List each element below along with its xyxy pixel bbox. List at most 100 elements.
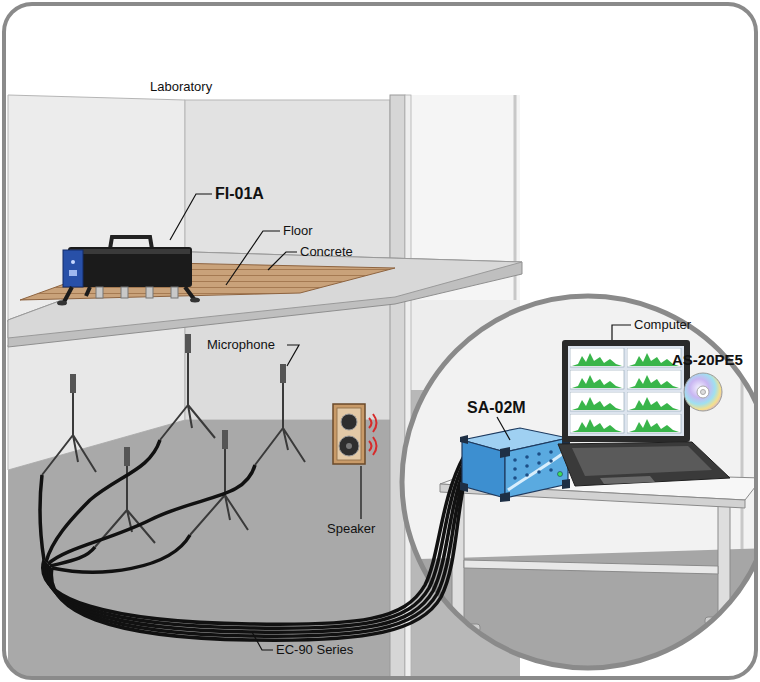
microphone-cable	[52, 535, 190, 572]
analyzer-unit	[549, 468, 553, 472]
analyzer-unit	[537, 461, 541, 465]
dividing-wall-edge	[405, 95, 411, 678]
tapping-machine	[57, 237, 200, 306]
laptop-computer	[570, 348, 682, 434]
tapping-machine	[69, 270, 77, 276]
tapping-machine	[171, 287, 178, 298]
microphone-tripod	[42, 392, 96, 475]
room-label: Laboratory	[150, 80, 212, 93]
microphone-tripod	[42, 374, 96, 475]
desk	[440, 470, 756, 632]
tapping-machine	[71, 260, 75, 264]
microphone-tripod	[255, 382, 305, 465]
analyzer-unit	[462, 440, 505, 498]
analyzer-unit	[513, 476, 517, 480]
cable-bundle	[47, 470, 464, 632]
software-disc	[684, 373, 722, 411]
microphone-tripod	[255, 364, 305, 465]
analyzer-unit	[513, 450, 553, 480]
speaker	[339, 436, 359, 456]
analyzer-unit	[460, 428, 570, 502]
speaker	[369, 414, 377, 455]
zoom-inset	[390, 290, 756, 678]
desk	[464, 560, 718, 574]
microphone-tripod	[124, 447, 130, 466]
leader-line	[612, 325, 631, 340]
analyzer-unit	[549, 450, 553, 454]
microphone-tripod	[185, 334, 191, 353]
microphone-tripod	[190, 430, 248, 535]
zoom-scene	[390, 290, 756, 678]
microphone-cable	[40, 440, 255, 572]
microphone-tripod	[222, 430, 228, 449]
tapping-machine	[70, 249, 190, 254]
product-label: SA-02M	[467, 400, 526, 416]
microphone-cable	[46, 440, 160, 562]
frame-border	[4, 4, 756, 678]
leader-line	[226, 231, 280, 285]
upper-back-wall	[185, 100, 390, 260]
tapping-machine	[146, 287, 153, 298]
software-disc	[697, 386, 709, 398]
part-label: Computer	[634, 318, 691, 331]
product-label: AS-20PE5	[672, 352, 743, 367]
microphone-tripod	[280, 364, 286, 383]
microphone-tripod	[70, 374, 76, 393]
analyzer-unit	[537, 470, 541, 474]
cable-bundle	[49, 477, 464, 636]
speaker	[333, 404, 377, 464]
analyzer-unit	[537, 452, 541, 456]
leader-line	[287, 345, 299, 366]
laptop-computer	[558, 340, 730, 486]
laptop-computer	[558, 442, 730, 486]
tapping-machine	[96, 287, 103, 298]
speaker	[333, 404, 365, 464]
product-label: EC-90 Series	[276, 643, 353, 656]
tapping-machine	[64, 287, 194, 302]
leader-line	[252, 632, 273, 650]
leader-line	[170, 194, 212, 240]
tapping-machine	[63, 250, 83, 287]
part-label: Speaker	[327, 522, 375, 535]
speaker	[341, 414, 357, 430]
analyzer-unit	[525, 473, 529, 477]
part-label: Concrete	[300, 245, 353, 258]
analyzer-unit	[558, 472, 563, 477]
product-label: FI-01A	[215, 186, 264, 202]
microphone-tripod	[160, 334, 215, 440]
analyzer-unit	[508, 452, 565, 490]
tapping-machine	[121, 287, 128, 298]
dividing-wall	[390, 95, 405, 678]
microphone-cable	[50, 547, 95, 566]
part-label: Floor	[283, 224, 313, 237]
tapping-machine	[190, 298, 200, 303]
analyzer-unit	[460, 435, 570, 502]
tapping-machine	[68, 247, 192, 287]
cable-bundle	[51, 484, 464, 640]
microphone-cable	[40, 475, 44, 560]
laptop-computer	[562, 340, 690, 442]
analyzer-unit	[525, 464, 529, 468]
inset-wall	[390, 290, 756, 678]
speaker	[337, 408, 361, 460]
microphone-tripod	[160, 352, 215, 440]
microphone-tripod	[190, 448, 248, 535]
laptop-computer	[572, 446, 712, 476]
cable-bundle	[45, 463, 464, 628]
part-label: Microphone	[207, 338, 275, 351]
speaker	[346, 443, 352, 449]
leader-line	[170, 194, 631, 650]
laptop-computer	[600, 476, 655, 484]
analyzer-unit	[513, 458, 517, 462]
tapping-machine	[57, 301, 67, 306]
analyzer-unit	[525, 455, 529, 459]
analyzer-unit	[513, 467, 517, 471]
analyzer-unit	[549, 459, 553, 463]
leader-line	[268, 252, 297, 270]
inset-wall-edge	[741, 290, 744, 560]
software-disc	[701, 390, 706, 395]
analyzer-unit	[505, 438, 568, 498]
cable-bundle	[43, 456, 464, 624]
